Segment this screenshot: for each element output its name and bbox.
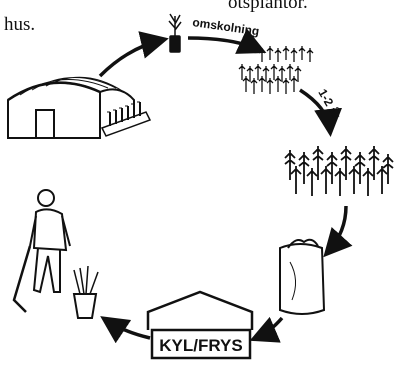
greenhouse-illustration bbox=[7, 76, 135, 139]
arrow-bag-to-storage bbox=[249, 316, 284, 343]
cold-storage-label: KYL/FRYS bbox=[159, 336, 242, 355]
bag-illustration bbox=[279, 238, 326, 315]
arrow-seedling-to-transplant bbox=[187, 28, 267, 54]
grown-plants-illustration bbox=[284, 146, 394, 196]
cycle-arrows bbox=[98, 28, 353, 344]
transplanting-label: omskolning bbox=[192, 15, 261, 38]
transplanted-seedlings-illustration bbox=[238, 46, 314, 94]
cropped-caption-line-2: hus. bbox=[4, 14, 36, 35]
cold-storage-illustration bbox=[146, 290, 254, 360]
arrow-grown-to-bag bbox=[323, 205, 353, 258]
arrow-transplant-to-grown bbox=[299, 88, 343, 137]
seedling-tray-illustration bbox=[100, 101, 152, 137]
cropped-caption-line-1: otsplantor. bbox=[228, 0, 308, 13]
person-planting-illustration bbox=[12, 189, 99, 319]
seedling-plug-illustration bbox=[168, 13, 182, 53]
arrow-storage-to-person bbox=[100, 316, 151, 344]
arrow-greenhouse-to-seedling bbox=[98, 31, 169, 78]
